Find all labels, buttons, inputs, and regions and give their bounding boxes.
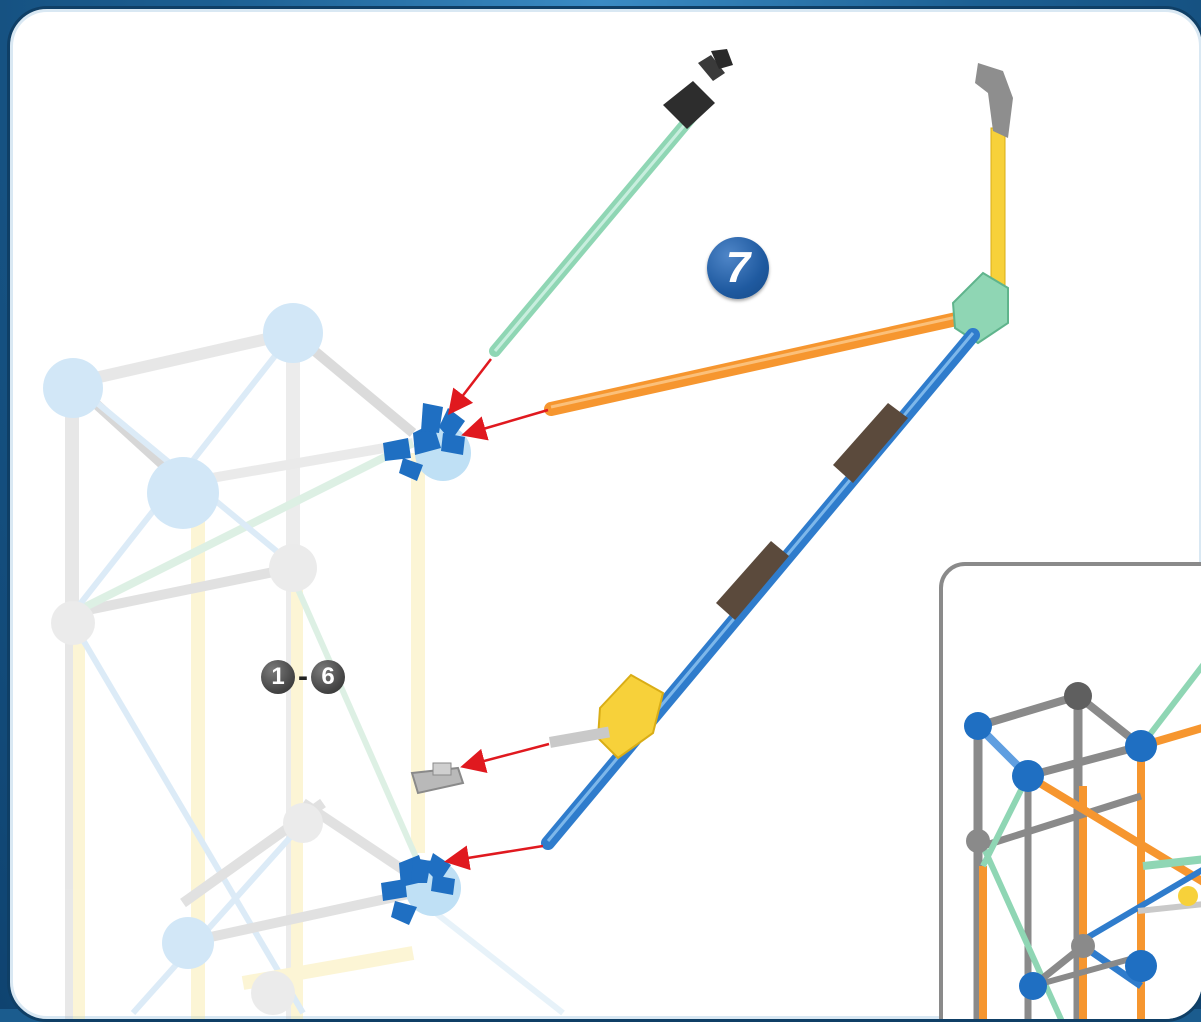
- top-blue-connector: [383, 403, 471, 481]
- range-end-badge: 6: [311, 660, 345, 694]
- arrow-blue-rod: [444, 844, 544, 871]
- inset-preview: [939, 562, 1201, 1019]
- arrow-green-rod: [447, 358, 492, 415]
- orange-rod: [544, 311, 968, 416]
- instruction-panel: 7 1 - 6: [7, 6, 1201, 1022]
- previous-steps-marker: 1 - 6: [261, 659, 345, 695]
- step-number-badge: 7: [707, 237, 769, 299]
- yellow-rod-top: [975, 63, 1013, 294]
- arrow-orange-rod: [461, 408, 549, 441]
- blue-rod-assembly: [541, 328, 980, 850]
- grey-end-clip: [410, 762, 465, 795]
- assembly-diagram: [43, 49, 1013, 1019]
- inset-diagram: [964, 662, 1201, 1019]
- range-start-badge: 1: [261, 660, 295, 694]
- arrow-grey-rod: [460, 742, 550, 774]
- range-separator: -: [298, 660, 308, 693]
- insertion-arrows: [444, 358, 550, 871]
- bottom-blue-connector: [381, 853, 461, 925]
- green-corner-connector: [951, 271, 1009, 345]
- faded-previous-structure: [43, 303, 565, 1019]
- green-rod-with-clip: [489, 49, 733, 357]
